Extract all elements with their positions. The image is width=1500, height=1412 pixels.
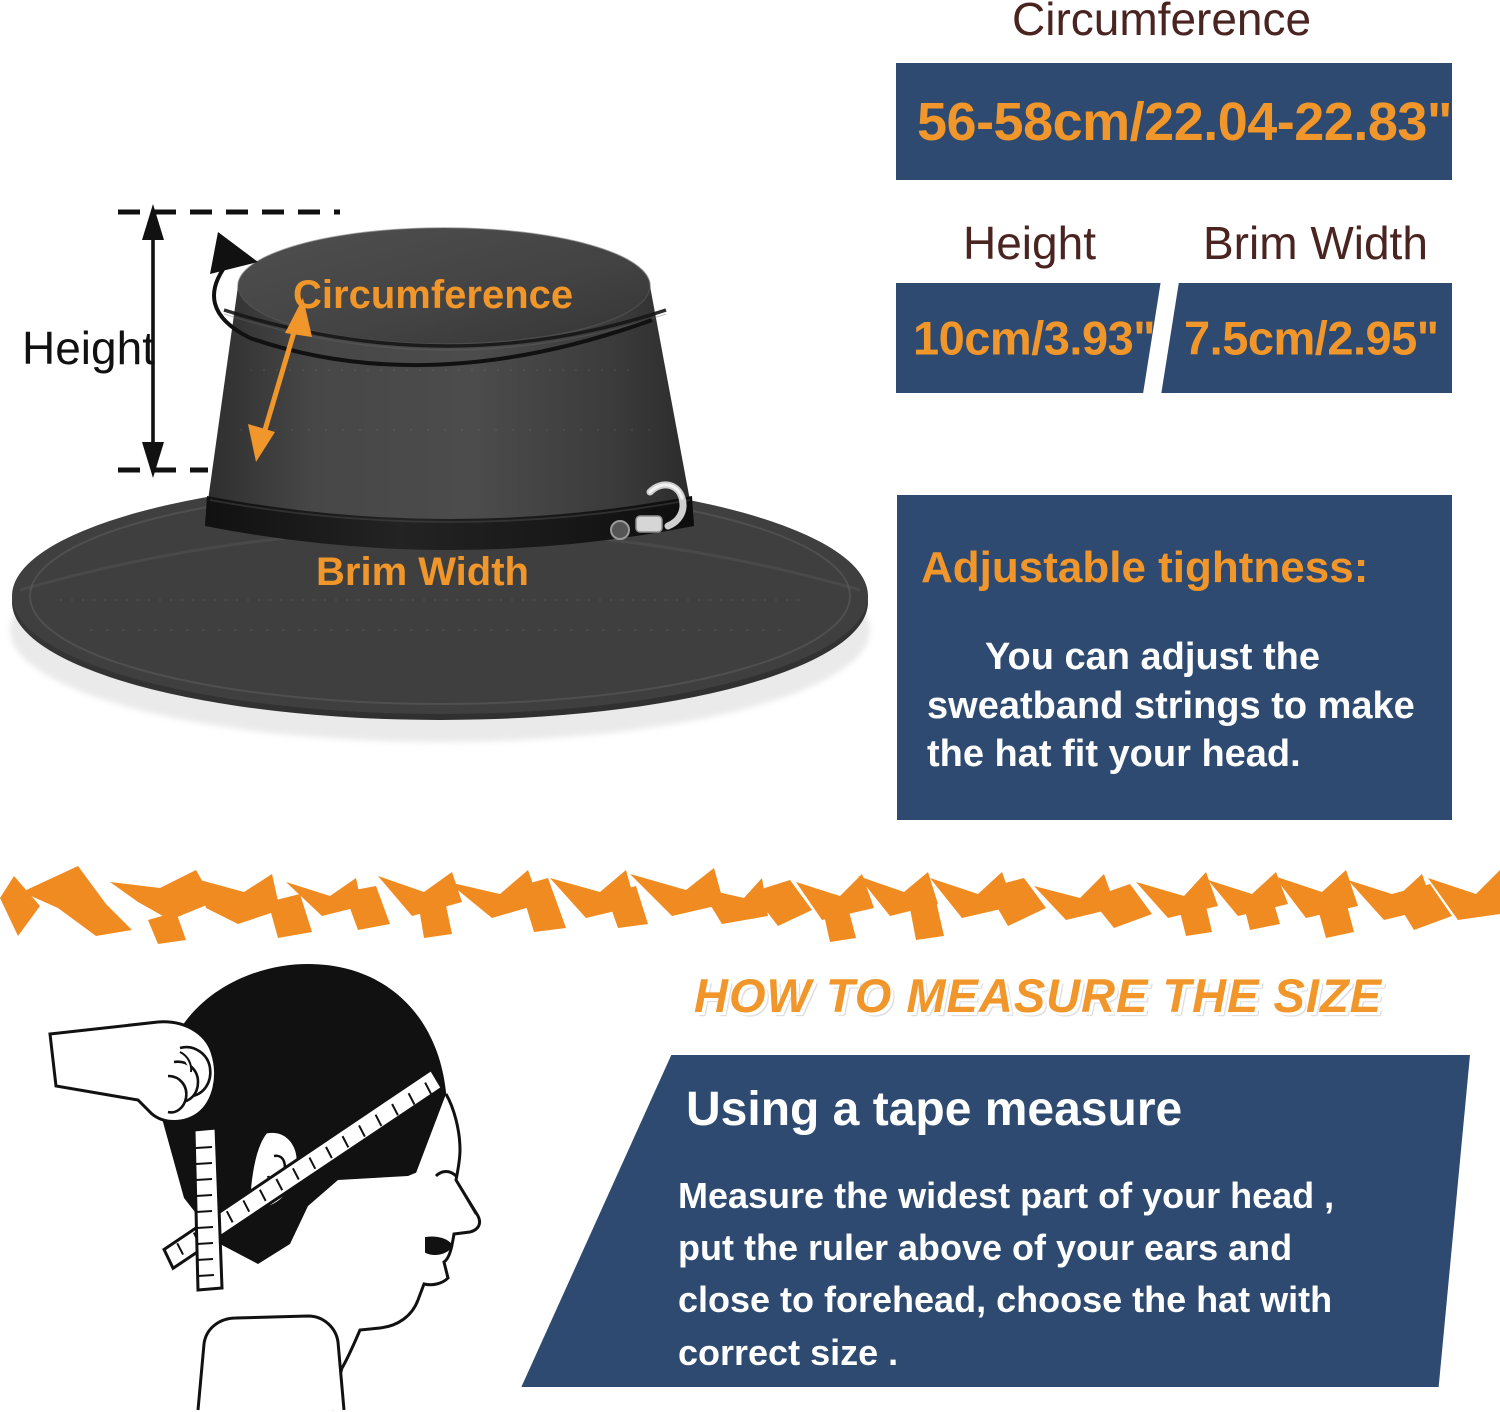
- adjustable-tightness-title: Adjustable tightness:: [921, 543, 1369, 592]
- circumference-caption: Circumference: [1012, 0, 1312, 45]
- brim-width-value: 7.5cm/2.95": [1184, 311, 1439, 365]
- how-to-measure-heading: HOW TO MEASURE THE SIZE: [694, 969, 1382, 1022]
- circumference-value: 56-58cm/22.04-22.83": [917, 91, 1453, 152]
- tape-measure-panel-body: Measure the widest part of your head , p…: [678, 1175, 1335, 1373]
- tape-measure-instruction-panel: [521, 1055, 1470, 1387]
- jagged-orange-divider-icon: [0, 858, 1500, 950]
- hat-height-label: Height: [22, 322, 155, 374]
- height-brim-value-panel: 10cm/3.93" 7.5cm/2.95": [896, 283, 1452, 393]
- height-caption: Height: [963, 217, 1096, 269]
- hat-circumference-label: Circumference: [293, 273, 574, 317]
- hat-product-photo: [0, 170, 890, 850]
- height-value: 10cm/3.93": [913, 311, 1156, 365]
- adjustable-tightness-panel: Adjustable tightness: You can adjust the…: [897, 495, 1452, 820]
- buckle-hardware: [610, 481, 687, 540]
- circumference-value-panel: 56-58cm/22.04-22.83": [896, 63, 1453, 180]
- brim-width-arrow: [259, 321, 300, 441]
- brim-width-caption: Brim Width: [1203, 217, 1428, 269]
- adjustable-tightness-body: You can adjust the sweatband strings to …: [927, 636, 1415, 776]
- head-profile-tape-measure-icon: [8, 944, 528, 1412]
- tape-measure-panel-title: Using a tape measure: [686, 1083, 1183, 1136]
- hat-brim-width-label: Brim Width: [316, 550, 529, 594]
